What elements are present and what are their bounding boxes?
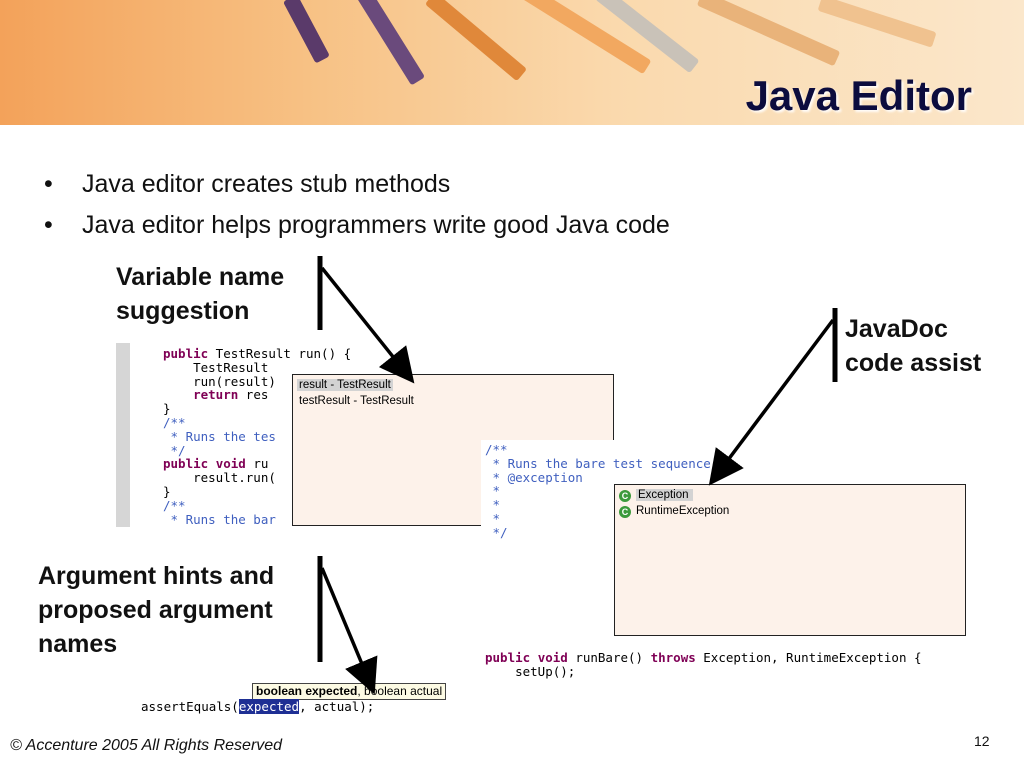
javadoc-item-label: RuntimeException <box>636 505 730 517</box>
code-comment: * Runs the bare test sequence. <box>485 455 719 471</box>
code-comment: * <box>485 483 501 499</box>
callout-arrow <box>320 266 415 384</box>
code-text: ru <box>245 456 269 472</box>
code-comment: * @exception <box>485 469 583 485</box>
code-comment: /** <box>163 497 186 513</box>
callout-arrow <box>708 318 835 486</box>
header-banner: Java Editor <box>0 0 1024 125</box>
javadoc-item-label: Exception <box>636 489 693 501</box>
code-keyword: return <box>193 387 239 403</box>
hint-rest: , boolean actual <box>357 684 443 698</box>
code-keyword: void <box>537 650 568 665</box>
class-icon: C <box>619 490 631 502</box>
code-keyword: public <box>163 346 209 361</box>
code-comment: * <box>485 497 501 513</box>
callout-line: names <box>38 630 118 658</box>
code-text: runBare() <box>567 650 651 665</box>
code-keyword: public <box>485 650 531 665</box>
selected-argument[interactable]: expected <box>238 699 300 714</box>
code-keyword: throws <box>650 650 696 665</box>
callout-line: Argument hints and <box>38 562 275 590</box>
code-keyword: public <box>163 456 209 472</box>
class-icon: C <box>619 506 631 518</box>
bullet-text: Java editor helps programmers write good… <box>82 211 670 239</box>
bullet-text: Java editor creates stub methods <box>82 170 451 198</box>
code-comment: * <box>485 510 501 526</box>
code-snippet-bottom-right: public void runBare() throws Exception, … <box>485 651 922 679</box>
code-text: } <box>163 483 171 499</box>
javadoc-item[interactable]: C Exception <box>619 487 961 503</box>
bullet-glyph: • <box>44 170 53 198</box>
code-comment: /** <box>163 414 186 430</box>
code-text: setUp(); <box>485 663 576 679</box>
callout-line: JavaDoc <box>845 315 948 343</box>
code-text: assertEquals( <box>141 699 239 714</box>
code-text: result.run( <box>163 470 276 486</box>
code-comment: */ <box>163 442 186 458</box>
code-snippet-right: /** * Runs the bare test sequence. * @ex… <box>485 443 718 540</box>
code-text: run(result) <box>163 373 276 389</box>
code-comment: * Runs the tes <box>163 428 276 444</box>
callout-variable-name: Variable name suggestion <box>116 260 284 328</box>
code-comment: /** <box>485 442 508 457</box>
code-keyword: void <box>215 456 246 472</box>
callout-argument-hints: Argument hints and proposed argument nam… <box>38 559 274 661</box>
code-text: } <box>163 401 171 417</box>
slide-title: Java Editor <box>745 72 972 119</box>
editor-gutter <box>116 343 130 527</box>
callout-line: proposed argument <box>38 596 273 624</box>
callout-line: suggestion <box>116 297 250 325</box>
code-snippet-left: public TestResult run() { TestResult run… <box>163 347 351 526</box>
code-snippet-assert: assertEquals(expected, actual); <box>141 699 375 714</box>
page-number: 12 <box>974 733 990 749</box>
bullet-item: • Java editor helps programmers write goo… <box>44 211 670 240</box>
suggestion-item[interactable]: result - TestResult <box>297 379 393 391</box>
code-text: , actual); <box>299 699 375 714</box>
code-comment: * Runs the bar <box>163 511 276 527</box>
bullet-glyph: • <box>44 211 53 239</box>
suggestion-item[interactable]: testResult - TestResult <box>299 395 414 407</box>
code-comment: */ <box>485 524 508 540</box>
bullet-item: • Java editor creates stub methods <box>44 170 450 199</box>
javadoc-assist-popup: C Exception C RuntimeException <box>614 484 966 636</box>
hint-current-param: boolean expected <box>256 684 358 698</box>
javadoc-item[interactable]: C RuntimeException <box>619 503 961 519</box>
callout-javadoc: JavaDoc code assist <box>845 312 981 380</box>
code-text: TestResult <box>163 359 269 375</box>
code-text: TestResult run() { <box>208 346 352 361</box>
copyright-footer: © Accenture 2005 All Rights Reserved <box>10 737 283 754</box>
code-text: res <box>238 387 269 403</box>
callout-arrow <box>320 567 378 695</box>
callout-line: code assist <box>845 349 982 377</box>
callout-line: Variable name <box>116 263 285 291</box>
code-text: Exception, RuntimeException { <box>695 650 922 665</box>
code-panel-right <box>481 440 614 538</box>
